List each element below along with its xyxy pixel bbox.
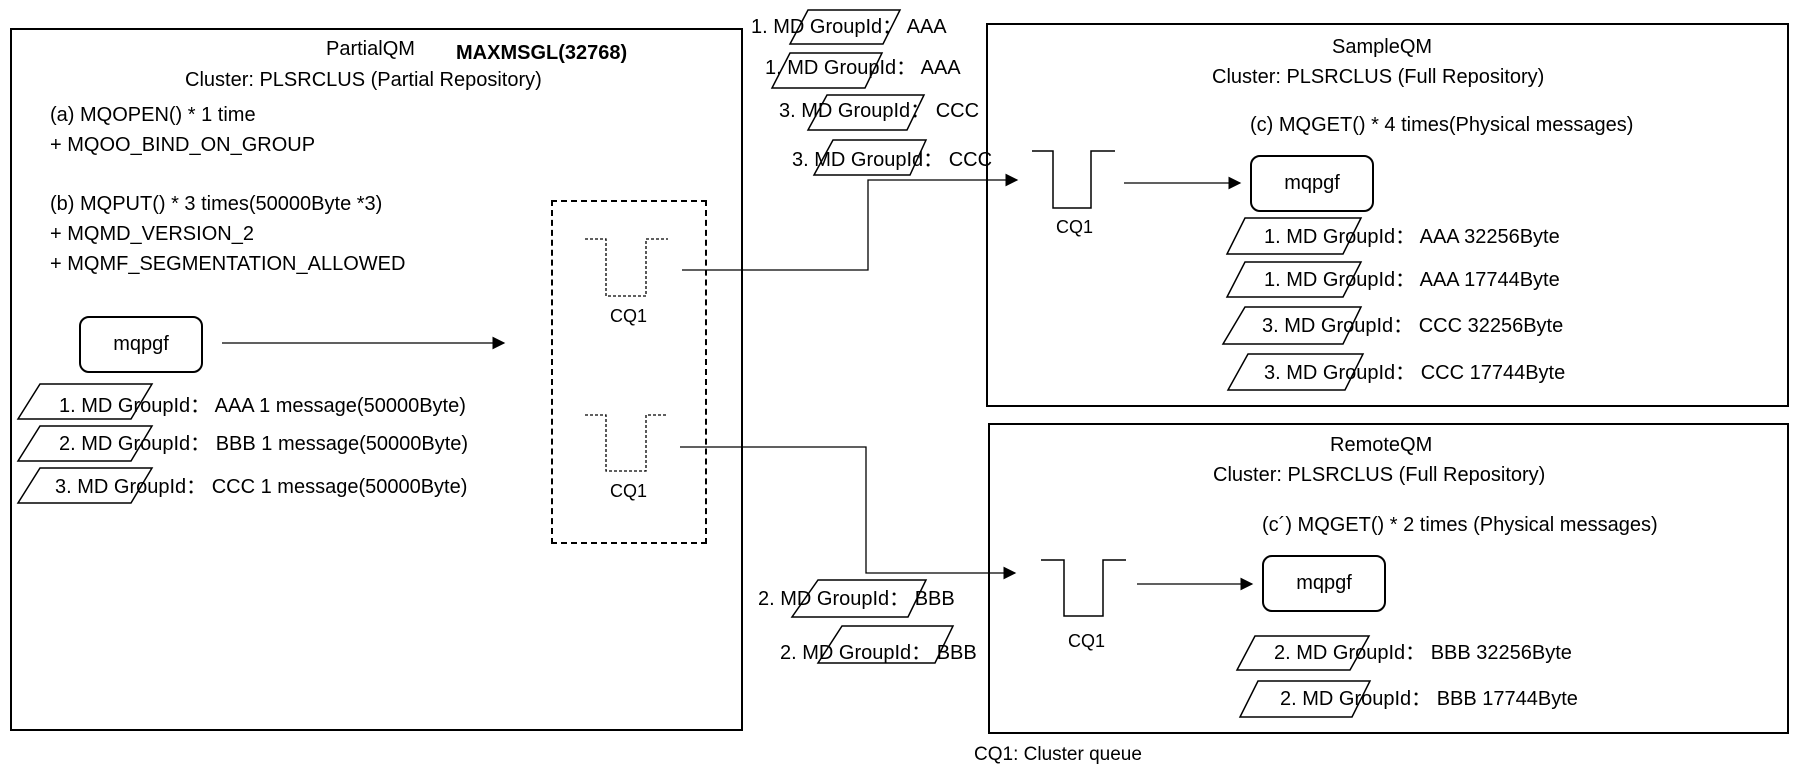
sample-msg-2-shape bbox=[1225, 261, 1363, 298]
transit-bottom-1: 2. MD GroupId： BBB bbox=[758, 588, 955, 610]
partial-step-a: (a) MQOPEN() * 1 time bbox=[50, 104, 256, 126]
sample-queue-label: CQ1 bbox=[1056, 217, 1094, 237]
remote-app-box: mqpgf bbox=[1262, 555, 1386, 612]
sample-qm-box bbox=[986, 23, 1789, 407]
sample-msg-4-shape bbox=[1226, 353, 1365, 391]
remote-qm-title: RemoteQM bbox=[1330, 434, 1433, 456]
transit-bottom-2: 2. MD GroupId： BBB bbox=[780, 642, 977, 664]
transit-bottom-2-shape bbox=[816, 625, 955, 664]
partial-step-b: (b) MQPUT() * 3 times(50000Byte *3) bbox=[50, 193, 383, 215]
remote-msg-2: 2. MD GroupId： BBB 17744Byte bbox=[1280, 688, 1578, 710]
partial-msg-3-shape bbox=[16, 467, 154, 504]
transit-top-4: 3. MD GroupId： CCC bbox=[792, 149, 993, 171]
partial-queue-group bbox=[551, 200, 707, 544]
remote-msg-2-shape bbox=[1238, 680, 1372, 718]
sample-qm-title: SampleQM bbox=[1332, 36, 1433, 58]
partial-queue-1-shape bbox=[585, 238, 668, 297]
partial-qm-cluster: Cluster: PLSRCLUS (Partial Repository) bbox=[185, 69, 542, 91]
sample-msg-2: 1. MD GroupId： AAA 17744Byte bbox=[1264, 269, 1560, 291]
remote-qm-cluster: Cluster: PLSRCLUS (Full Repository) bbox=[1213, 464, 1546, 486]
sample-msg-1-shape bbox=[1225, 217, 1363, 255]
partial-step-b-option-2: + MQMF_SEGMENTATION_ALLOWED bbox=[50, 253, 406, 275]
transit-top-1-shape bbox=[788, 9, 902, 45]
transit-bottom-1-shape bbox=[790, 579, 928, 618]
transit-top-3-shape bbox=[806, 94, 926, 131]
partial-qm-box bbox=[10, 28, 743, 731]
partial-queue-1-label: CQ1 bbox=[610, 306, 648, 326]
remote-qm-box bbox=[988, 423, 1789, 734]
transit-top-2: 1. MD GroupId： AAA bbox=[765, 57, 961, 79]
remote-queue-shape bbox=[1041, 559, 1126, 617]
route-to-remote bbox=[680, 446, 1017, 580]
remote-get-step: (c´) MQGET() * 2 times (Physical message… bbox=[1262, 514, 1658, 536]
partial-qm-title: PartialQM bbox=[326, 38, 415, 60]
remote-msg-1: 2. MD GroupId： BBB 32256Byte bbox=[1274, 642, 1572, 664]
partial-msg-1-shape bbox=[16, 383, 154, 420]
sample-msg-1: 1. MD GroupId： AAA 32256Byte bbox=[1264, 226, 1560, 248]
sample-msg-4: 3. MD GroupId： CCC 17744Byte bbox=[1264, 362, 1566, 384]
transit-top-1: 1. MD GroupId： AAA bbox=[751, 16, 947, 38]
transit-top-3: 3. MD GroupId： CCC bbox=[779, 100, 980, 122]
remote-queue-label: CQ1 bbox=[1068, 631, 1106, 651]
partial-step-b-option-1: + MQMD_VERSION_2 bbox=[50, 223, 254, 245]
legend-text: CQ1: Cluster queue bbox=[974, 744, 1142, 765]
route-to-sample bbox=[682, 173, 1019, 271]
partial-msg-1: 1. MD GroupId： AAA 1 message(50000Byte) bbox=[59, 395, 466, 417]
partial-queue-2-label: CQ1 bbox=[610, 481, 648, 501]
partial-msg-3: 3. MD GroupId： CCC 1 message(50000Byte) bbox=[55, 476, 468, 498]
sample-get-step: (c) MQGET() * 4 times(Physical messages) bbox=[1250, 114, 1634, 136]
partial-msg-2: 2. MD GroupId： BBB 1 message(50000Byte) bbox=[59, 433, 469, 455]
transit-top-4-shape bbox=[812, 139, 928, 176]
partial-app-box: mqpgf bbox=[79, 316, 203, 373]
partial-msg-2-shape bbox=[16, 425, 154, 462]
sample-qm-cluster: Cluster: PLSRCLUS (Full Repository) bbox=[1212, 66, 1545, 88]
sample-msg-3-shape bbox=[1221, 306, 1363, 345]
remote-msg-1-shape bbox=[1235, 635, 1371, 671]
sample-app-box: mqpgf bbox=[1250, 155, 1374, 212]
transit-top-2-shape bbox=[770, 52, 884, 89]
sample-queue-shape bbox=[1032, 150, 1115, 209]
partial-qm-maxmsgl: MAXMSGL(32768) bbox=[456, 42, 628, 64]
partial-queue-2-shape bbox=[585, 414, 668, 472]
sample-msg-3: 3. MD GroupId： CCC 32256Byte bbox=[1262, 315, 1564, 337]
partial-step-a-option: + MQOO_BIND_ON_GROUP bbox=[50, 134, 316, 156]
